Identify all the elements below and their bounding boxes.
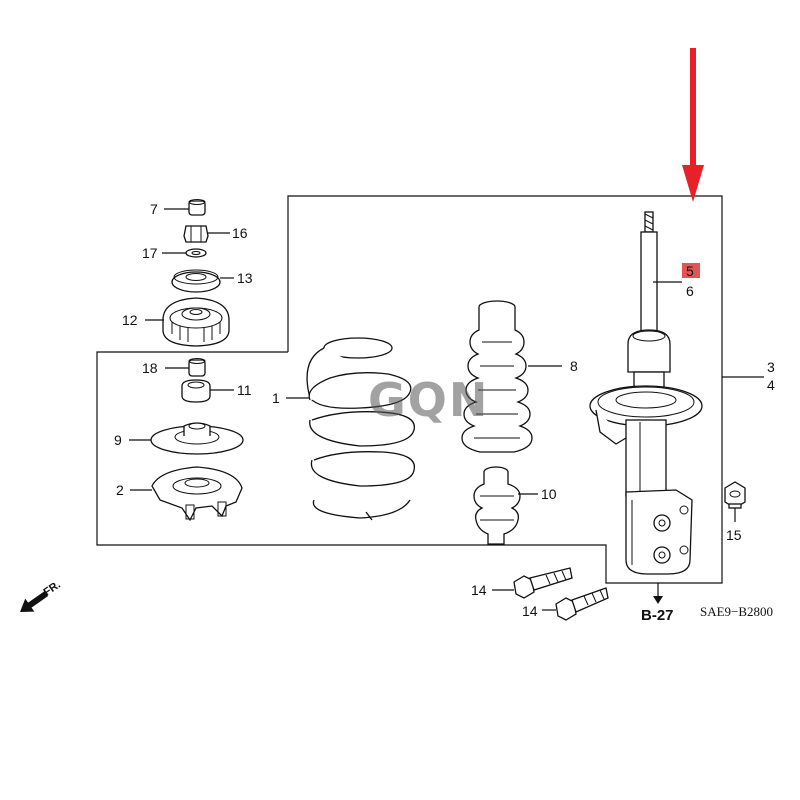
- part-11-rubber-bushing: [181, 379, 211, 403]
- assembly-boundary: [96, 195, 723, 584]
- callout-10: 10: [541, 486, 557, 502]
- callout-13: 13: [237, 270, 253, 286]
- part-14-bolt-upper: [513, 567, 573, 599]
- highlight-box: [682, 263, 700, 278]
- callout-14-lower: 14: [522, 603, 538, 619]
- callout-4: 4: [767, 377, 775, 393]
- callout-17: 17: [142, 245, 158, 261]
- part-7-cap: [188, 199, 206, 216]
- callout-6: 6: [686, 283, 694, 299]
- callout-18: 18: [142, 360, 158, 376]
- callout-5: 5: [686, 263, 694, 279]
- part-9-spring-seat: [150, 422, 244, 455]
- callout-11: 11: [237, 382, 252, 398]
- callout-1: 1: [272, 390, 280, 406]
- part-14-bolt-lower: [555, 587, 609, 621]
- ref-arrow: [653, 583, 663, 604]
- part-12-upper-mount: [162, 297, 230, 347]
- catalog-code: SAE9−B2800: [700, 604, 773, 619]
- callout-3: 3: [767, 359, 775, 375]
- part-17-washer: [185, 248, 207, 258]
- callout-16: 16: [232, 225, 248, 241]
- page-reference: B-27: [641, 607, 674, 624]
- part-18-bushing: [188, 358, 206, 377]
- watermark: GQN: [368, 373, 489, 427]
- part-5-6-shock-absorber: [589, 211, 703, 575]
- part-13-bearing: [171, 269, 221, 293]
- callout-14-upper: 14: [471, 582, 487, 598]
- part-16-nut: [183, 225, 209, 243]
- part-15-flange-nut: [724, 481, 746, 509]
- callout-15: 15: [726, 527, 742, 543]
- callout-9: 9: [114, 432, 122, 448]
- red-pointer-arrow: [682, 48, 704, 202]
- part-8-dust-boot: [461, 300, 533, 453]
- callout-8: 8: [570, 358, 578, 374]
- callout-12: 12: [122, 312, 138, 328]
- front-direction-arrow: [20, 591, 48, 612]
- callout-2: 2: [116, 482, 124, 498]
- part-2-lower-spring-pad: [151, 466, 243, 522]
- callout-7: 7: [150, 201, 158, 217]
- part-10-bump-stop: [473, 466, 521, 545]
- part-1-coil-spring: [306, 337, 416, 521]
